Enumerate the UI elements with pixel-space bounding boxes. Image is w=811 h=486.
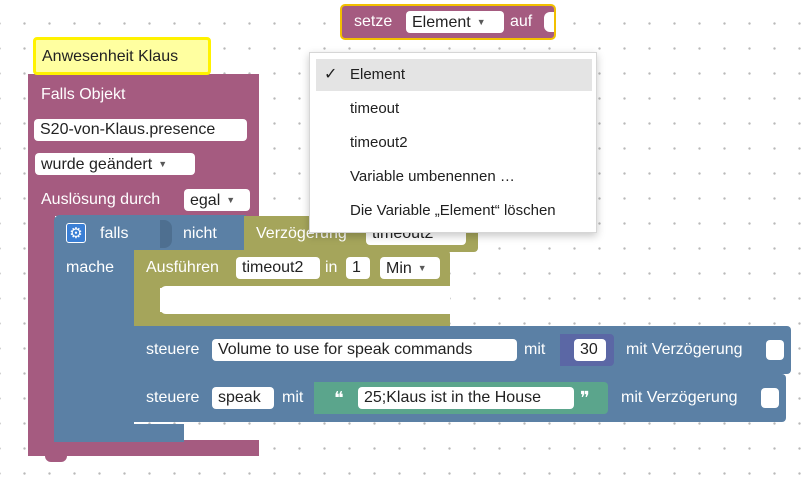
falls-objekt-label: Falls Objekt — [41, 86, 126, 103]
gear-icon[interactable]: ⚙ — [66, 223, 86, 243]
volume-target-field[interactable]: Volume to use for speak commands — [212, 339, 517, 361]
menu-item-timeout2[interactable]: timeout2 — [316, 127, 592, 159]
menu-item-label: timeout — [350, 100, 400, 117]
if-block-head[interactable] — [54, 215, 246, 253]
trigger-block-notch — [45, 452, 67, 462]
if-block-bottom — [54, 424, 184, 442]
chevron-down-icon: ▼ — [158, 159, 168, 169]
control-2-delay-checkbox[interactable] — [761, 388, 779, 408]
text-block[interactable]: ❝ 25;Klaus ist in the House ❞ — [314, 382, 608, 414]
timeout-in-label: in — [325, 259, 338, 276]
menu-item-element[interactable]: ✓ Element — [316, 59, 592, 91]
menu-item-label: Variable umbenennen … — [350, 168, 515, 185]
speak-target-field[interactable]: speak — [212, 387, 274, 409]
hat-block-label: Anwesenheit Klaus — [42, 48, 179, 65]
control-block-speak[interactable]: steuere speak mit ❝ 25;Klaus ist in the … — [134, 374, 786, 422]
control-1-label: steuere — [146, 341, 200, 358]
setze-variable-value: Element — [412, 14, 471, 31]
setze-label: setze — [354, 13, 393, 30]
chevron-down-icon: ▼ — [226, 195, 236, 205]
control-1-delay-label: mit Verzögerung — [626, 341, 743, 358]
open-quote-icon: ❝ — [334, 388, 344, 408]
menu-item-label: timeout2 — [350, 134, 408, 151]
control-2-label: steuere — [146, 389, 200, 406]
menu-item-rename-variable[interactable]: Variable umbenennen … — [316, 161, 592, 193]
control-1-delay-checkbox[interactable] — [766, 340, 784, 360]
menu-item-label: Die Variable „Element“ löschen — [350, 202, 556, 219]
ausloesung-label: Auslösung durch — [41, 191, 161, 208]
object-id-field[interactable]: S20-von-Klaus.presence — [34, 119, 247, 141]
timeout-unit-value: Min — [386, 260, 412, 277]
variable-dropdown-menu: ✓ Element timeout timeout2 Variable umbe… — [309, 52, 597, 233]
check-icon: ✓ — [324, 66, 338, 83]
nicht-label: nicht — [183, 225, 217, 242]
setze-variable-dropdown[interactable]: Element ▼ — [406, 11, 504, 33]
control-2-mit-label: mit — [282, 389, 304, 406]
ausloesung-value: egal — [190, 192, 221, 209]
hat-block[interactable]: Anwesenheit Klaus — [33, 37, 211, 75]
timeout-block-bottom — [134, 312, 450, 326]
menu-item-delete-variable[interactable]: Die Variable „Element“ löschen — [316, 195, 592, 227]
control-1-mit-label: mit — [524, 341, 546, 358]
chevron-down-icon: ▼ — [476, 17, 486, 27]
setze-input-socket — [544, 12, 554, 32]
if-input-socket — [160, 220, 172, 248]
menu-item-timeout[interactable]: timeout — [316, 93, 592, 125]
setze-suffix-label: auf — [510, 13, 533, 30]
timeout-block[interactable]: Ausführen timeout2 in 1 Min ▼ — [134, 250, 450, 288]
speak-text-field[interactable]: 25;Klaus ist in the House — [358, 387, 574, 409]
if-block-spine — [54, 250, 134, 440]
control-2-delay-label: mit Verzögerung — [621, 389, 738, 406]
condition-value: wurde geändert — [41, 156, 153, 173]
falls-label: falls — [100, 225, 129, 242]
trigger-block-spine — [28, 210, 55, 450]
timeout-statement-slot — [160, 286, 450, 314]
control-block-volume[interactable]: steuere Volume to use for speak commands… — [134, 326, 791, 374]
condition-dropdown[interactable]: wurde geändert ▼ — [35, 153, 195, 175]
ausloesung-dropdown[interactable]: egal ▼ — [184, 189, 250, 211]
setze-block[interactable]: setze Element ▼ auf — [340, 4, 556, 40]
mache-label: mache — [66, 259, 115, 276]
timeout-var-field[interactable]: timeout2 — [236, 257, 320, 279]
chevron-down-icon: ▼ — [417, 263, 427, 273]
close-quote-icon: ❞ — [580, 388, 590, 408]
number-block[interactable]: 30 — [560, 334, 614, 366]
timeout-value-field[interactable]: 1 — [346, 257, 370, 279]
trigger-block-bottom — [28, 440, 259, 456]
volume-number-field[interactable]: 30 — [574, 339, 606, 361]
timeout-label: Ausführen — [146, 259, 219, 276]
menu-item-label: Element — [350, 66, 406, 83]
timeout-unit-dropdown[interactable]: Min ▼ — [380, 257, 440, 279]
